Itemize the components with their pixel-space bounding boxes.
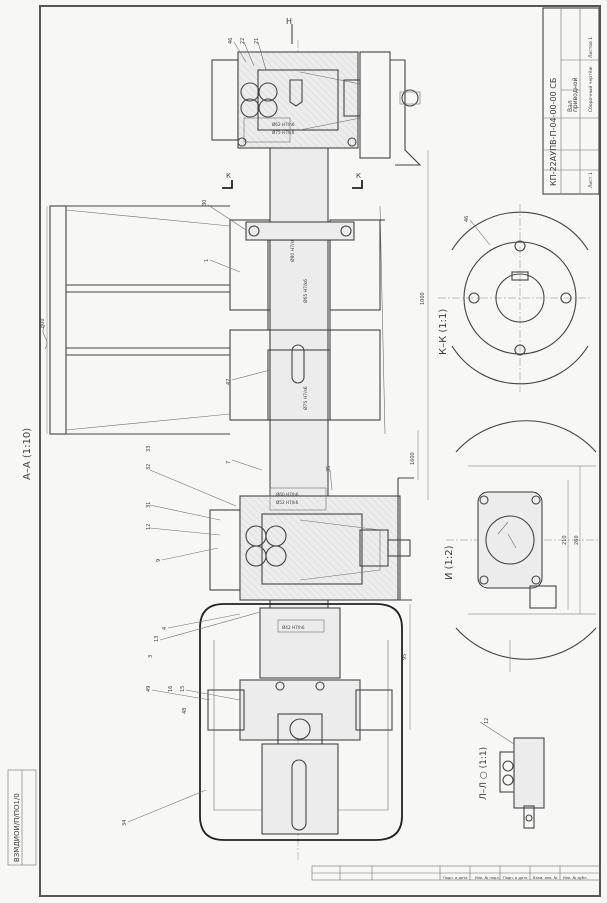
leader-31: 31: [146, 502, 152, 508]
fit-label-c: Ø80 H7/s6: [289, 238, 296, 262]
leader-46: 46: [228, 38, 234, 44]
leader-30: 30: [202, 200, 208, 206]
view-i: 210 260 И (1:2): [444, 420, 600, 672]
title-sheet: Лист 1: [588, 172, 594, 188]
gear-housing: Ø42 H7/h6 95: [199, 603, 411, 841]
section-ll-label: Л–Л ○ (1:1): [479, 747, 489, 800]
leader-49: 49: [146, 686, 152, 692]
leader-kk-46: 46: [464, 216, 470, 222]
leader-22: 22: [240, 38, 246, 44]
fit-label-f: Ø60 H7/h6: [276, 492, 299, 497]
leader-labels: 46 22 21 30 1 47 7 33 32 31 12 9 13 3 4 …: [122, 38, 515, 826]
dim-1000: 1000: [420, 292, 426, 305]
title-line-2: приводной: [572, 77, 579, 112]
left-side-stamp: ВЗМДИОИ/П/ПО1/0: [7, 769, 37, 866]
leader-12: 12: [146, 524, 152, 530]
leader-21: 21: [254, 38, 260, 44]
title-line-1: Вал: [567, 100, 574, 112]
view-letter-n: Н: [286, 17, 292, 26]
title-block: КП-22АУПВ-П-04-00-00 СБ Вал приводной Сб…: [542, 7, 600, 195]
dim-1600: 1600: [410, 452, 416, 465]
leader-33: 33: [146, 446, 152, 452]
leader-9: 9: [156, 559, 162, 562]
leader-3: 3: [148, 655, 154, 658]
lower-bearing-unit: Ø60 H7/h6 Ø52 H7/k6: [209, 477, 414, 601]
leader-47: 47: [226, 379, 232, 385]
leader-32: 32: [146, 464, 152, 470]
leader-7: 7: [226, 461, 232, 464]
leader-35: 35: [326, 466, 332, 472]
leader-15: 15: [180, 686, 186, 692]
leader-48: 48: [182, 708, 188, 714]
cut-line-kk: К К: [222, 172, 363, 189]
stamp-cell-2: Подп. и дата: [503, 876, 527, 880]
top-bearing-unit: Ø62 H7/h6 Ø75 H7/k6 Н: [211, 17, 422, 166]
fit-label-g: Ø52 H7/k6: [276, 500, 299, 505]
stamp-cell-1: Инв. № подл.: [475, 876, 500, 880]
section-kk-view: К–К (1:1): [438, 204, 590, 392]
key-slot: [291, 344, 305, 384]
section-aa-frame: А–А (1:10) 800: [22, 205, 386, 480]
stamp-cell-4: Инв. № дубл.: [563, 876, 588, 880]
view-i-label: И (1:2): [444, 545, 455, 580]
drawing-designation: КП-22АУПВ-П-04-00-00 СБ: [549, 78, 558, 186]
dim-260: 260: [574, 535, 580, 545]
left-stamp-text: ВЗМДИОИ/П/ПО1/0: [13, 793, 21, 862]
dim-95: 95: [402, 654, 408, 660]
title-line-3: Сборочный чертёж: [587, 66, 594, 112]
bottom-stamp-strip: Инв. № подл. Подп. и дата Взам. инв. № И…: [311, 865, 601, 881]
leader-34: 34: [122, 820, 128, 826]
fit-label-d: Ø62 H7/h6: [272, 122, 295, 127]
leader-1: 1: [204, 259, 210, 262]
leader-16: 16: [168, 686, 174, 692]
cut-mark-k-left: К: [226, 172, 231, 180]
fit-label-h: Ø42 H7/h6: [282, 625, 305, 630]
fit-label-e: Ø75 H7/k6: [272, 130, 295, 135]
dim-210: 210: [562, 535, 568, 545]
leader-13: 13: [154, 636, 160, 642]
stamp-cell-3: Взам. инв. №: [533, 876, 558, 880]
section-aa-label: А–А (1:10): [22, 428, 33, 480]
dim-800: 800: [40, 318, 46, 328]
leader-4: 4: [162, 627, 168, 630]
stamp-cell-5: Подп. и дата: [443, 876, 467, 880]
section-ll-view: Л–Л ○ (1:1): [479, 737, 545, 829]
fit-label-a: Ø65 H7/k6: [302, 279, 309, 303]
overall-dimensions: 1000 1600: [410, 150, 429, 500]
upper-flange: [245, 221, 355, 241]
title-sheets: Листов 1: [588, 37, 594, 58]
cut-mark-k-right: К: [356, 172, 361, 180]
fit-label-b: Ø75 H7/s6: [302, 386, 309, 410]
section-kk-label: К–К (1:1): [438, 309, 449, 355]
leader-12b: 12: [484, 718, 490, 724]
